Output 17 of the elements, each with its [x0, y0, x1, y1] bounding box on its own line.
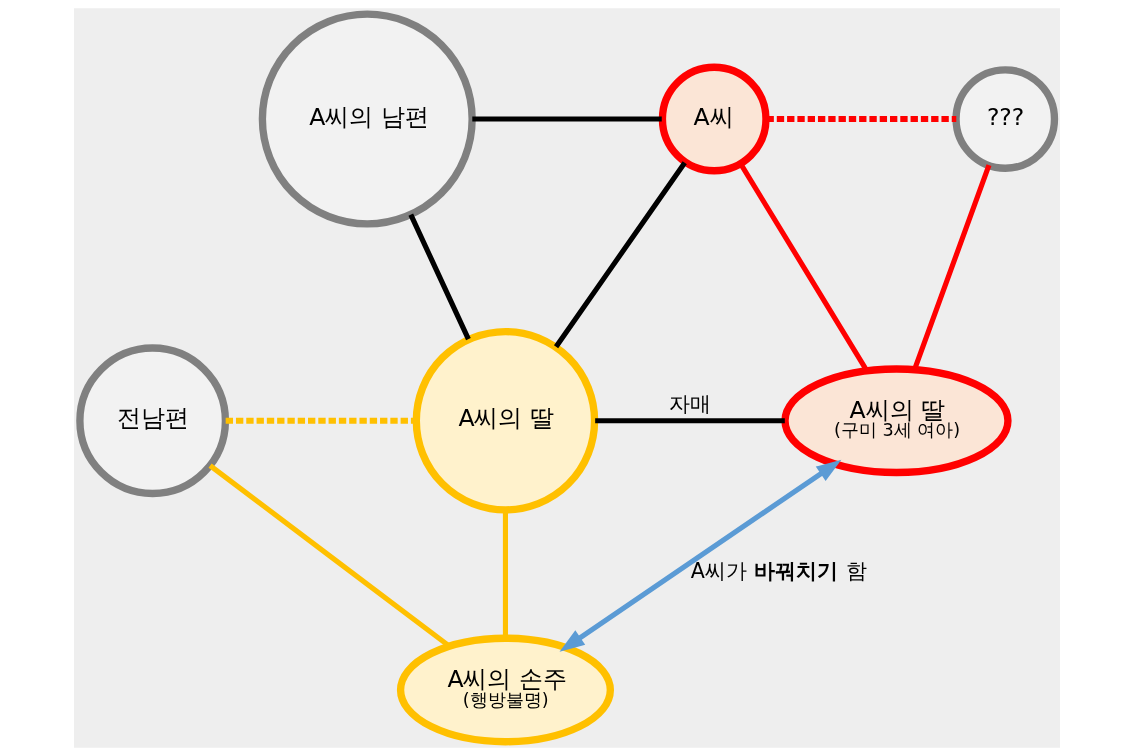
node-ellipse: A씨의 딸 (구미 3세 여아) — [781, 365, 1012, 477]
connector — [408, 213, 471, 341]
connector — [595, 418, 785, 424]
node-circle: 전남편 — [76, 344, 230, 498]
connector — [225, 417, 416, 424]
node-circle: A씨의 남편 — [258, 10, 476, 228]
node-ellipse: A씨의 손주 (행방불명) — [396, 634, 614, 746]
node-circle: A씨의 딸 — [412, 327, 599, 514]
node-circle: ??? — [952, 66, 1059, 172]
edge-label: 자매 — [668, 391, 711, 416]
connector — [553, 161, 687, 349]
connector — [766, 116, 957, 122]
connector — [502, 510, 509, 638]
arrow — [559, 459, 842, 652]
edge-label: A씨가 바꿔치기 함 — [690, 559, 867, 584]
node-circle: A씨 — [658, 63, 770, 175]
connector — [472, 116, 662, 122]
